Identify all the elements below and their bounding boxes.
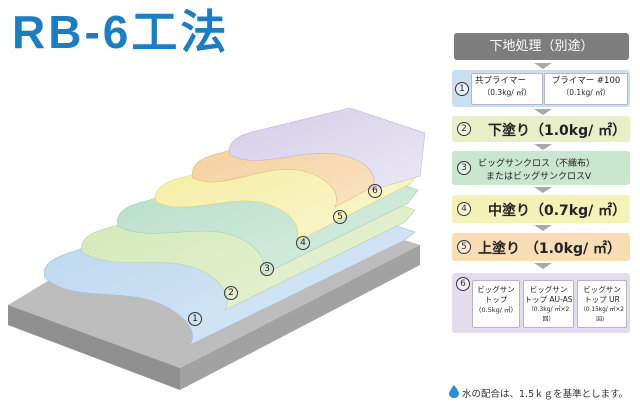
step-1-left-sub: （0.3kg/ ㎡）: [482, 88, 532, 97]
layer-6: [229, 107, 426, 191]
step-6-option-3-line-2: トップ UR: [584, 295, 620, 304]
layer-number-1: 1: [188, 312, 202, 326]
layer-number-2: 2: [224, 286, 238, 300]
flow-arrow: [534, 109, 552, 115]
step-6-option-3: ビッグサン トップ UR （0.15kg/ ㎡×2回）: [577, 280, 627, 328]
step-5-box: 5 上塗り （1.0kg/ ㎡）: [452, 233, 630, 261]
step-4-label: 中塗り（0.7kg/ ㎡）: [488, 203, 627, 219]
step-1-right-option: プライマー #100 （0.1kg/ ㎡）: [544, 73, 628, 105]
water-drop-icon: [449, 385, 459, 398]
step-6-option-2-line-1: ビッグサン: [529, 285, 568, 294]
flow-arrow: [534, 187, 552, 193]
step-2-label: 下塗り（1.0kg/ ㎡）: [488, 123, 627, 139]
flow-arrow: [534, 144, 552, 150]
step-6-option-1: ビッグサン トップ （0.5kg/ ㎡）: [472, 280, 520, 328]
step-2-number: 2: [457, 122, 471, 136]
base-slab-front: [8, 305, 180, 390]
layer-number-6: 6: [368, 184, 382, 198]
base-slab-side: [180, 245, 420, 390]
step-5-number: 5: [457, 240, 471, 254]
flow-arrow: [534, 225, 552, 231]
step-6-option-3-line-3: （0.15kg/ ㎡×2回）: [580, 307, 624, 323]
step-1-right-sub: （0.1kg/ ㎡）: [561, 88, 611, 97]
step-6-option-1-line-1: ビッグサン: [477, 285, 515, 294]
step-3-number: 3: [457, 161, 471, 175]
page-title: RB-6工法: [12, 6, 230, 58]
step-4-box: 4 中塗り（0.7kg/ ㎡）: [452, 195, 630, 223]
step-1-left-option: 共プライマー （0.3kg/ ㎡）: [471, 73, 543, 105]
step-6-number: 6: [456, 277, 470, 291]
step-2-box: 2 下塗り（1.0kg/ ㎡）: [452, 116, 630, 142]
step-6-option-2-line-3: （0.3kg/ ㎡×2回）: [527, 306, 570, 323]
layer-stack-illustration: [8, 107, 426, 390]
layer-number-3: 3: [260, 262, 274, 276]
step-5-label: 上塗り （1.0kg/ ㎡）: [478, 241, 621, 257]
layer-number-4: 4: [296, 236, 310, 250]
step-1-box: 1 共プライマー （0.3kg/ ㎡） プライマー #100 （0.1kg/ ㎡…: [452, 70, 630, 107]
water-mix-note: 水の配合は、1.5ｋｇを基準とします。: [462, 389, 629, 400]
step-4-number: 4: [457, 202, 471, 216]
layer-number-5: 5: [333, 210, 347, 224]
step-6-option-2: ビッグサン トップ AU-AS （0.3kg/ ㎡×2回）: [523, 280, 574, 328]
step-6-option-1-line-3: （0.5kg/ ㎡）: [475, 306, 517, 314]
flow-arrow: [534, 63, 552, 69]
flow-arrow: [534, 263, 552, 269]
step-1-left-label: 共プライマー: [475, 76, 527, 86]
process-header: 下地処理（別途）: [454, 33, 629, 60]
step-6-option-3-line-1: ビッグサン: [583, 285, 621, 294]
step-6-option-2-line-2: トップ AU-AS: [524, 295, 573, 304]
step-1-number: 1: [455, 82, 469, 96]
step-6-box: 6 ビッグサン トップ （0.5kg/ ㎡） ビッグサン トップ AU-AS （…: [452, 273, 630, 333]
step-3-line-2: またはビッグサンクロスV: [486, 172, 592, 182]
step-3-box: 3 ビッグサンクロス（不織布） またはビッグサンクロスV: [452, 151, 630, 185]
step-6-option-1-line-2: トップ: [484, 295, 508, 304]
step-1-right-label: プライマー #100: [551, 76, 621, 86]
step-3-line-1: ビッグサンクロス（不織布）: [478, 159, 596, 169]
